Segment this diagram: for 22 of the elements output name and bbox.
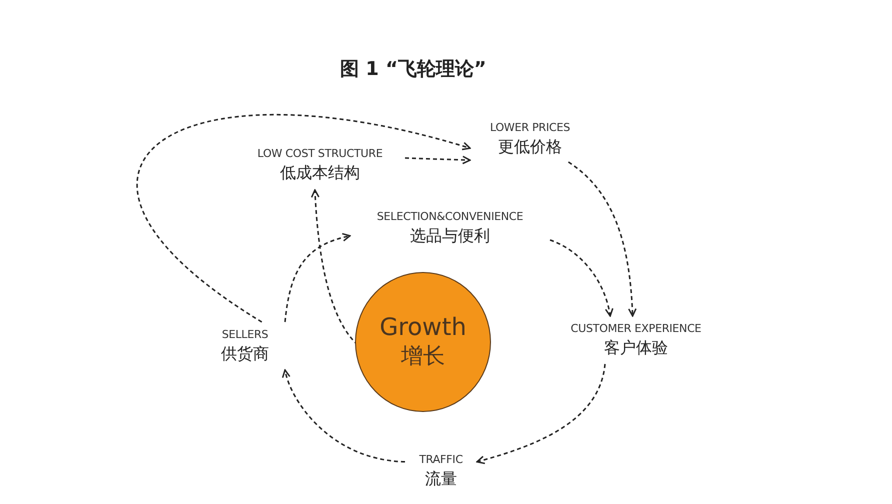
dashed-arrow [136,114,471,323]
english-label: CUSTOMER EXPERIENCE [570,322,702,334]
chinese-label: 更低价格 [498,136,562,158]
dashed-arrow [282,369,406,463]
english-label: SELECTION&CONVENIENCE [376,210,524,222]
dashed-arrow [476,364,606,464]
chinese-label: 流量 [425,468,457,490]
dashed-arrow [550,239,614,317]
figure-title: 图 1 “飞轮理论” [340,57,486,82]
english-label: LOWER PRICES [490,120,570,134]
chinese-label: 增长 [401,343,445,371]
chinese-label: 低成本结构 [280,162,360,184]
dashed-arrow [568,161,637,317]
chinese-label: 供货商 [221,344,269,364]
dashed-arrow [284,233,351,322]
english-label: SELLERS [222,328,268,340]
english-label: Growth [380,313,466,341]
english-label: TRAFFIC [419,452,463,466]
english-label: LOW COST STRUCTURE [257,146,383,160]
dashed-arrow [404,156,471,164]
chinese-label: 客户体验 [604,338,668,358]
chinese-label: 选品与便利 [410,226,490,246]
